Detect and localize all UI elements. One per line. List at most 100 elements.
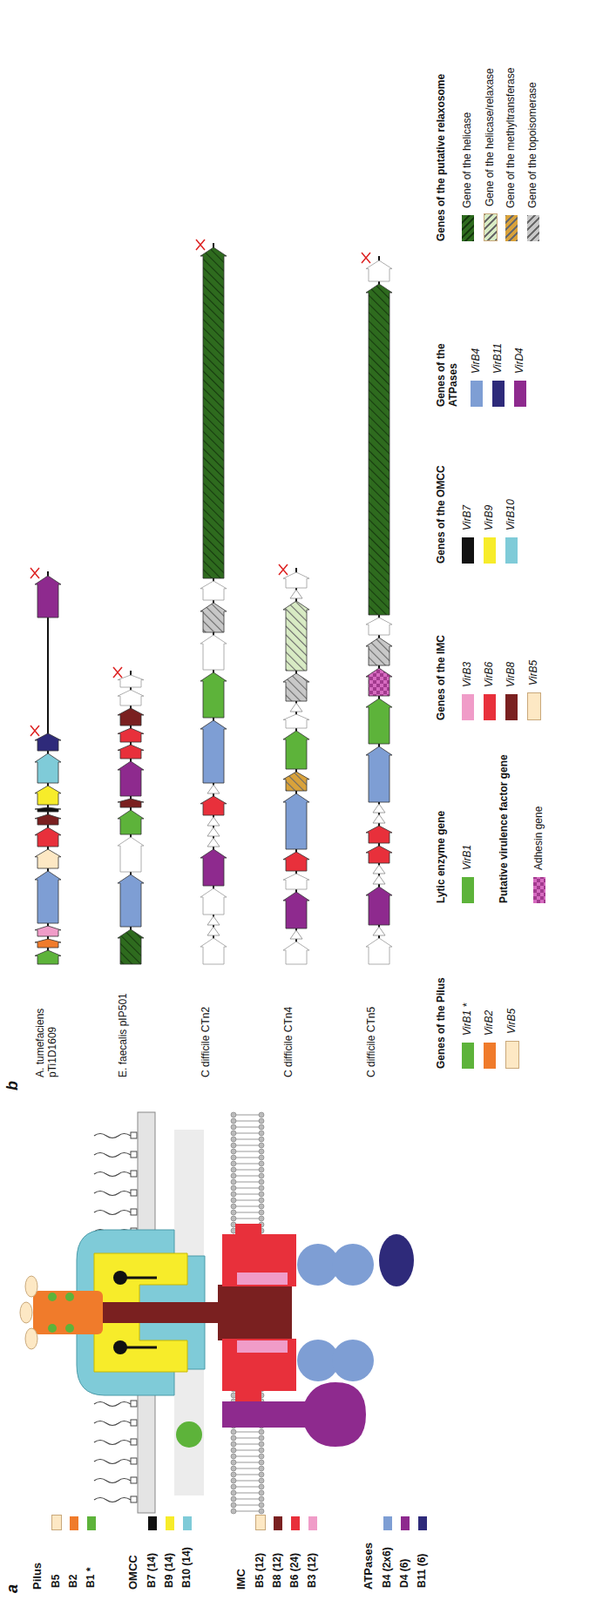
legend-text: VirB5 [528, 660, 541, 686]
lipid-head [258, 1137, 265, 1143]
legend-text: VirB11 [492, 343, 505, 374]
lipid-tail [235, 1133, 260, 1135]
legend-item: B5 [50, 1515, 63, 1589]
gene-arrow [365, 846, 393, 864]
lipid-head [230, 1442, 237, 1448]
small-orf [207, 785, 220, 794]
legend-item: VirD4 [514, 347, 527, 407]
lipid-tail [235, 1121, 260, 1123]
lipid-head [258, 1185, 265, 1192]
legend-text: Gene of the topoisomerase [527, 81, 540, 209]
lipid-tail [235, 1511, 260, 1513]
gene-arrow [365, 887, 393, 926]
legend-text: VirB6 [483, 662, 496, 688]
gene-arrow [34, 807, 61, 813]
gene-arrow [365, 260, 393, 282]
legend-item: VirB9 [483, 505, 496, 564]
gene-arrow [117, 874, 144, 928]
lipid-head [258, 1167, 265, 1173]
virb1-dot [65, 1293, 75, 1302]
lipid-head [230, 1435, 237, 1442]
gene-arrow [200, 602, 227, 633]
small-orf [207, 916, 220, 926]
lipid-head [258, 1179, 265, 1186]
lipid-tail [235, 1127, 260, 1129]
lipid-tail [235, 1505, 260, 1507]
legend-swatch [505, 1041, 520, 1070]
lipid-tail [235, 1212, 260, 1214]
end-mark [30, 725, 40, 737]
gene-arrow [34, 950, 61, 965]
lipid-head [230, 1198, 237, 1204]
element-name: E. faecalis pIP501 [117, 973, 130, 1078]
legend-item: B6 (24) [289, 1517, 302, 1589]
legend-item: B7 (14) [146, 1517, 159, 1589]
lps-chain [94, 1172, 131, 1178]
legend-text: B1 * [85, 1537, 98, 1589]
lipid-head [230, 1155, 237, 1161]
lipid-head [258, 1484, 265, 1490]
lps-chain [94, 1498, 131, 1504]
group-heading: OMCC [127, 1555, 141, 1591]
legend-swatch [483, 537, 496, 564]
gene-arrow [117, 708, 144, 726]
lipid-head [230, 1112, 237, 1118]
lipid-head [230, 1460, 237, 1466]
legend-text: Adhesin gene [533, 806, 546, 871]
lipid-head [258, 1198, 265, 1204]
legend-text: B11 (6) [416, 1537, 429, 1589]
lipid-tail [235, 1188, 260, 1190]
element-name: A. tumefaciens pTi1D1609 [34, 973, 60, 1078]
lipid-head [258, 1192, 265, 1198]
lipid-tail [235, 1481, 260, 1483]
lipid-head [230, 1496, 237, 1503]
legend-text: B7 (14) [146, 1537, 159, 1589]
lipid-head [230, 1216, 237, 1222]
lipid-tail [235, 1444, 260, 1446]
legend-swatch [483, 1043, 496, 1070]
legend-item: B2 [67, 1517, 81, 1589]
lps-head [130, 1132, 137, 1139]
gene-arrow [200, 247, 227, 579]
end-mark [278, 564, 288, 576]
lipid-head [258, 1478, 265, 1484]
legend-swatch [165, 1517, 175, 1531]
legend-heading: Genes of the putative relaxosome [435, 74, 448, 242]
lipid-head [258, 1216, 265, 1222]
legend-item: B5 (12) [254, 1515, 267, 1589]
lipid-tail [235, 1487, 260, 1489]
lipid-tail [235, 1499, 260, 1501]
lipid-head [258, 1143, 265, 1149]
lipid-head [230, 1118, 237, 1125]
lipid-tail [235, 1469, 260, 1470]
legend-text: Gene of the helicase [461, 112, 475, 209]
legend-item: B4 (2x6) [381, 1517, 394, 1589]
gene-row [196, 239, 227, 965]
lipid-tail [235, 1170, 260, 1172]
legend-item: VirB11 [492, 343, 505, 407]
lps-head [130, 1401, 137, 1408]
gene-arrow [365, 826, 393, 844]
legend-text: VirB7 [461, 505, 475, 531]
gene-arrow [200, 796, 227, 816]
legend-text: Gene of the helicase/relaxase [484, 67, 497, 207]
legend-swatch [505, 215, 518, 242]
virb7-lipoprotein [113, 1271, 128, 1286]
legend-swatch [148, 1517, 157, 1531]
lps-chain [94, 1153, 131, 1159]
gene-maps [30, 239, 393, 965]
gene-arrow [283, 714, 310, 729]
small-orf [372, 814, 386, 824]
lipid-head [230, 1204, 237, 1210]
legend-text: B4 (2x6) [381, 1537, 394, 1589]
legend-swatch [461, 877, 475, 904]
gene-arrow [34, 871, 61, 924]
legend-item: VirB6 [483, 662, 496, 721]
virb1-dot [47, 1293, 57, 1302]
legend-text: B5 [50, 1537, 63, 1589]
lipid-tail [235, 1145, 260, 1147]
group-heading: Pilus [31, 1563, 45, 1591]
gene-arrow [283, 793, 310, 850]
legend-text: Gene of the methyltransferase [505, 67, 518, 209]
gene-arrow [117, 728, 144, 743]
